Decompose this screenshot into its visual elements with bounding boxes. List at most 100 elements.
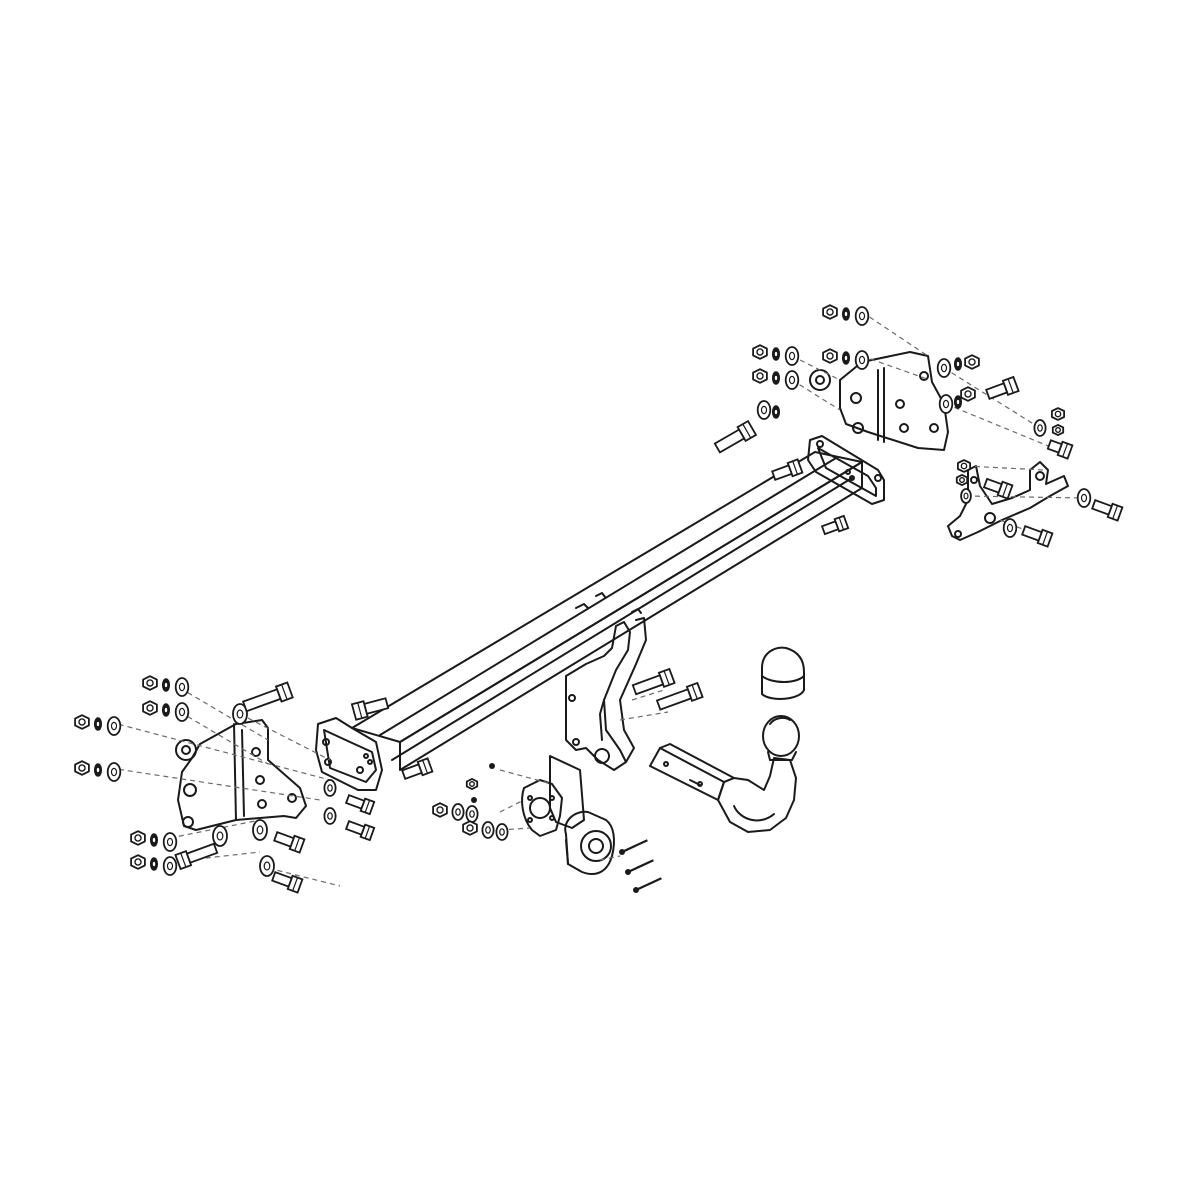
hex-nut <box>752 344 768 360</box>
hex-nut <box>1051 407 1065 421</box>
washer <box>1076 488 1092 508</box>
guide-line <box>619 711 669 721</box>
bolt <box>1021 525 1054 548</box>
bolt <box>174 842 219 871</box>
screw <box>625 859 654 875</box>
bolt <box>273 831 306 854</box>
beam-left-end-plate <box>315 717 383 791</box>
spring-washer <box>953 357 963 371</box>
washer <box>854 350 870 370</box>
bolt <box>271 871 304 894</box>
washer <box>784 370 800 390</box>
bolt <box>771 458 804 481</box>
hex-nut <box>955 473 969 487</box>
bolt <box>985 375 1020 400</box>
bolt <box>401 757 434 780</box>
washer <box>232 703 248 725</box>
bolt <box>350 697 390 721</box>
bolt <box>1046 439 1074 460</box>
washer <box>960 488 972 504</box>
washer <box>938 394 954 414</box>
washer <box>481 821 495 839</box>
washer <box>495 823 509 841</box>
washer <box>936 358 952 378</box>
hex-nut <box>957 459 971 473</box>
fasteners <box>74 304 1124 894</box>
washer <box>174 677 190 697</box>
guide-line <box>791 379 841 411</box>
guide-line <box>945 403 1059 451</box>
bolt <box>241 681 294 713</box>
center-hanger-bracket <box>565 617 647 771</box>
bolt <box>982 477 1014 500</box>
spring-washer <box>161 678 171 692</box>
hex-nut <box>1051 423 1065 437</box>
hex-nut <box>964 354 980 370</box>
bolt <box>631 667 676 696</box>
guide-line <box>861 311 929 357</box>
hex-nut <box>822 348 838 364</box>
hex-nut <box>462 820 478 836</box>
washer <box>162 832 178 852</box>
hex-nut <box>130 830 146 846</box>
washer <box>106 762 122 782</box>
spring-washer <box>841 307 851 321</box>
hex-nut <box>822 304 838 320</box>
right-side-bracket <box>839 351 949 451</box>
bolt <box>655 681 704 711</box>
washer <box>174 702 190 722</box>
hex-nut <box>432 802 448 818</box>
socket-plate <box>521 755 585 837</box>
hex-nut <box>74 760 90 776</box>
spring-washer <box>771 405 781 419</box>
guide-line <box>599 855 621 861</box>
tow-ball <box>762 715 800 761</box>
guide-line <box>239 713 331 761</box>
assembly-guide-lines <box>109 311 1085 887</box>
screw <box>633 877 662 893</box>
washer <box>1002 518 1018 538</box>
left-bracket-ear <box>175 739 197 761</box>
guide-line <box>965 465 1045 471</box>
washer <box>1033 419 1047 437</box>
washer <box>259 855 275 877</box>
rivet <box>489 763 495 769</box>
washer <box>252 819 268 841</box>
spring-washer <box>161 703 171 717</box>
spring-washer <box>149 833 159 847</box>
hex-nut <box>142 700 158 716</box>
guide-line <box>965 495 1085 499</box>
spring-washer <box>841 351 851 365</box>
screw <box>619 839 648 855</box>
guide-line <box>631 689 665 701</box>
spring-washer <box>149 857 159 871</box>
washer <box>756 400 772 420</box>
ball-cap <box>761 646 805 700</box>
spring-washer <box>953 395 963 409</box>
bolt <box>820 514 850 536</box>
beam-right-end-plate <box>807 435 885 505</box>
bolt <box>344 820 376 842</box>
hex-nut <box>960 386 976 402</box>
washer <box>106 716 122 736</box>
washer <box>465 805 479 823</box>
crossbeam <box>351 451 863 771</box>
washer <box>212 825 228 847</box>
guide-line <box>179 711 269 765</box>
spring-washer <box>771 371 781 385</box>
washer <box>784 346 800 366</box>
washer <box>323 807 337 825</box>
guide-line <box>169 851 261 863</box>
washer <box>451 803 465 821</box>
hex-nut <box>752 368 768 384</box>
hex-nut <box>465 778 479 790</box>
spring-washer <box>771 347 781 361</box>
spring-washer <box>93 763 103 777</box>
hex-nut <box>142 675 158 691</box>
guide-line <box>179 687 269 741</box>
rivet <box>471 797 477 803</box>
bolt <box>1091 499 1124 522</box>
